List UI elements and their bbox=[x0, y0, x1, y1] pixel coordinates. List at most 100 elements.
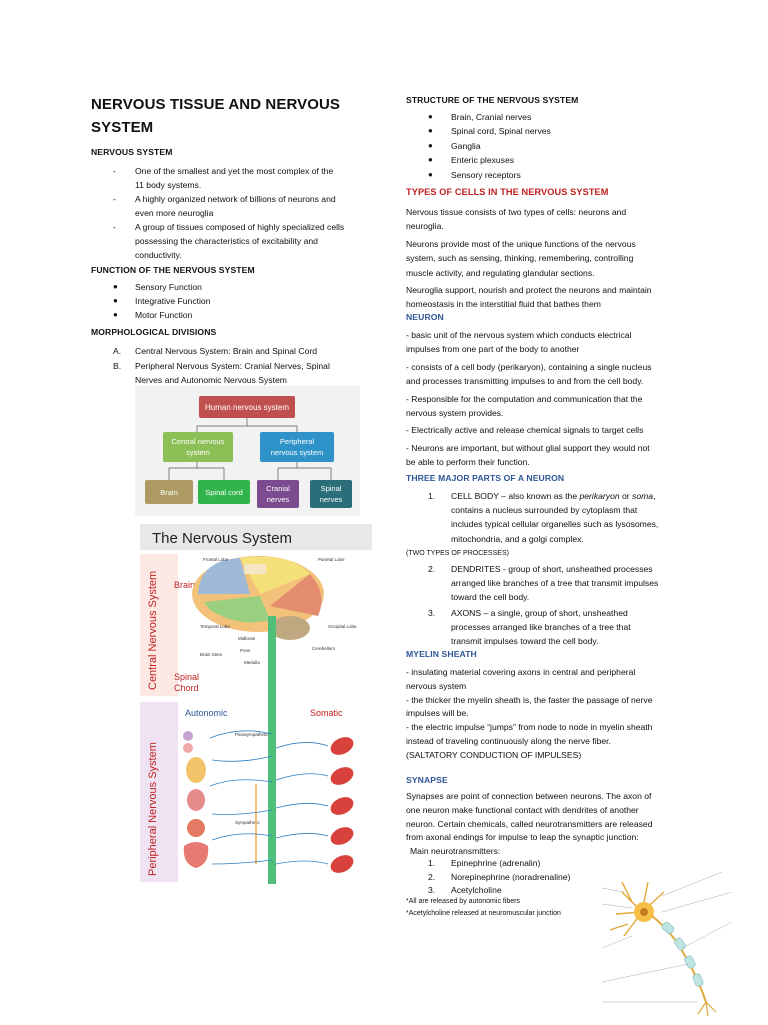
text-line: nervous system bbox=[406, 680, 467, 691]
item-line: 11 body systems. bbox=[135, 180, 202, 191]
neuron-illustration-svg bbox=[601, 871, 733, 1017]
parasympathetic-label: Parasympathetic bbox=[235, 732, 269, 737]
text-line: Neuroglia support, nourish and protect t… bbox=[406, 285, 652, 296]
nervous-system-figure: The Nervous System Central Nervous Syste… bbox=[140, 524, 372, 886]
dash-marker: - bbox=[113, 166, 116, 176]
paragraph: Neurons provide most of the unique funct… bbox=[406, 237, 756, 280]
myelin-heading: MYELIN SHEATH bbox=[406, 649, 477, 659]
nt-label: Epinephrine (adrenalin) bbox=[451, 858, 541, 868]
cns-side-label: Central Nervous System bbox=[147, 571, 159, 690]
list-marker: B. bbox=[113, 361, 122, 371]
brain-label: Brain bbox=[174, 580, 195, 590]
diagram-root-box bbox=[199, 396, 295, 418]
synapse-text: Synapses are point of connection between… bbox=[406, 790, 756, 859]
nervous-system-figure-svg: The Nervous System Central Nervous Syste… bbox=[140, 524, 372, 884]
spinal-cord-line bbox=[268, 616, 276, 884]
diagram-spinal-nerves-box bbox=[310, 480, 352, 508]
neuron-text: - basic unit of the nervous system which… bbox=[406, 328, 756, 470]
bullet-icon: ● bbox=[428, 140, 433, 150]
part-text: CELL BODY – also known as the bbox=[451, 491, 580, 501]
dash-marker: - bbox=[113, 222, 116, 232]
text-line: - Responsible for the computation and co… bbox=[406, 393, 643, 404]
list-item: - One of the smallest and yet the most c… bbox=[91, 164, 381, 192]
function-list: ●Sensory Function ●Integrative Function … bbox=[91, 280, 371, 322]
list-marker: 1. bbox=[428, 491, 436, 501]
diagram-spinal-cord-box bbox=[198, 480, 250, 504]
text-line: be able to perform their function. bbox=[406, 457, 530, 468]
bullet-icon: ● bbox=[428, 112, 433, 121]
paragraph: - basic unit of the nervous system which… bbox=[406, 328, 756, 357]
structure-item: Spinal cord, Spinal nerves bbox=[451, 126, 551, 137]
dash-marker: - bbox=[113, 194, 116, 204]
main-nt-label: Main neurotransmitters: bbox=[410, 846, 501, 857]
text-line: - Neurons are important, but without gli… bbox=[406, 442, 650, 453]
part-text: , bbox=[653, 491, 656, 501]
list-item: 3. AXONS – a single, group of short, uns… bbox=[406, 606, 756, 650]
text-line: Synapses are point of connection between… bbox=[406, 791, 652, 801]
list-marker: 2. bbox=[428, 871, 436, 882]
neuron-heading: NEURON bbox=[406, 312, 444, 322]
morph-list: A.Central Nervous System: Brain and Spin… bbox=[91, 344, 381, 387]
function-label: Motor Function bbox=[135, 310, 193, 320]
list-item: ●Spinal cord, Spinal nerves bbox=[406, 124, 746, 138]
item-line: DENDRITES - group of short, unsheathed p… bbox=[451, 564, 653, 574]
diagram-pns-box bbox=[260, 432, 334, 462]
diagram-cranial-label: nerves bbox=[267, 495, 290, 504]
nervous-system-heading: NERVOUS SYSTEM bbox=[91, 147, 173, 157]
muscle-illustrations bbox=[330, 737, 354, 873]
diagram-brain-box bbox=[145, 480, 193, 504]
list-item: 3.Acetylcholine bbox=[406, 883, 626, 897]
title-line-2: SYSTEM bbox=[91, 119, 154, 136]
diagram-cns-label: Central nervous bbox=[172, 437, 225, 446]
diagram-spinal-nerves-label: nerves bbox=[320, 495, 343, 504]
text-line: homeostasis in the interstitial fluid th… bbox=[406, 299, 601, 310]
paragraph: - Responsible for the computation and co… bbox=[406, 392, 756, 421]
midbrain-label: Midbrain bbox=[238, 636, 256, 641]
occipital-lobe-label: Occipital Lobe bbox=[328, 624, 357, 629]
diagram-spinal-nerves-label: Spinal bbox=[321, 484, 342, 493]
diagram-brain-label: Brain bbox=[160, 488, 178, 497]
text-line: system, such as sensing, thinking, remem… bbox=[406, 253, 634, 264]
chord-label: Chord bbox=[174, 683, 199, 693]
structure-item: Enteric plexuses bbox=[451, 155, 515, 166]
myelin-text: - insulating material covering axons in … bbox=[406, 666, 756, 763]
text-line: instead of traveling continuously along … bbox=[406, 735, 611, 746]
item-line: One of the smallest and yet the most com… bbox=[135, 166, 334, 176]
spinal-label: Spinal bbox=[174, 672, 199, 682]
text-line: and processes transmitting impulses to a… bbox=[406, 376, 644, 387]
page-title: NERVOUS TISSUE AND NERVOUS SYSTEM bbox=[91, 93, 340, 139]
temporal-lobe-label: Temporal Lobe bbox=[200, 624, 230, 629]
structure-heading: STRUCTURE OF THE NERVOUS SYSTEM bbox=[406, 95, 579, 105]
part-text: perikaryon bbox=[579, 491, 620, 501]
item-line: conductivity. bbox=[135, 250, 182, 261]
text-line: Nervous tissue consists of two types of … bbox=[406, 207, 627, 217]
item-line: mitochondria, and a golgi complex. bbox=[451, 533, 584, 544]
hierarchy-diagram-svg: Human nervous system Central nervous sys… bbox=[145, 396, 352, 508]
diagram-pns-label: nervous system bbox=[271, 448, 324, 457]
item-line: A highly organized network of billions o… bbox=[135, 194, 336, 204]
cerebellum-label: Cerebellum bbox=[312, 646, 335, 651]
text-line: nervous system provides. bbox=[406, 408, 504, 419]
text-line: - insulating material covering axons in … bbox=[406, 667, 636, 677]
frontal-lobe-label: Frontal Lobe bbox=[203, 557, 229, 562]
text-line: - consists of a cell body (perikaryon), … bbox=[406, 361, 652, 372]
list-item: ● Brain, Cranial nerves bbox=[406, 110, 746, 124]
pns-side-label: Peripheral Nervous System bbox=[147, 742, 159, 876]
neuron-illustration bbox=[601, 852, 752, 1020]
types-text: Nervous tissue consists of two types of … bbox=[406, 205, 756, 312]
figure-title-bar bbox=[140, 524, 372, 550]
function-heading: FUNCTION OF THE NERVOUS SYSTEM bbox=[91, 265, 255, 275]
item-line: Nerves and Autonomic Nervous System bbox=[135, 375, 287, 386]
diagram-spinal-cord-label: Spinal cord bbox=[205, 488, 243, 497]
list-marker: A. bbox=[113, 346, 122, 356]
title-line-1: NERVOUS TISSUE AND NERVOUS bbox=[91, 96, 341, 113]
list-marker: 1. bbox=[428, 858, 436, 868]
list-item: B.Peripheral Nervous System: Cranial Ner… bbox=[91, 359, 381, 387]
text-line: muscle activity, and regulating glandula… bbox=[406, 267, 595, 278]
list-item: ●Ganglia bbox=[406, 139, 746, 153]
nt-label: Norepinephrine (noradrenaline) bbox=[451, 871, 571, 882]
structure-item: Brain, Cranial nerves bbox=[451, 112, 532, 122]
item-line: includes typical cellular organelles suc… bbox=[451, 519, 659, 530]
parietal-lobe-label: Parietal Lobe bbox=[318, 557, 345, 562]
nt-label: Acetylcholine bbox=[451, 885, 502, 896]
